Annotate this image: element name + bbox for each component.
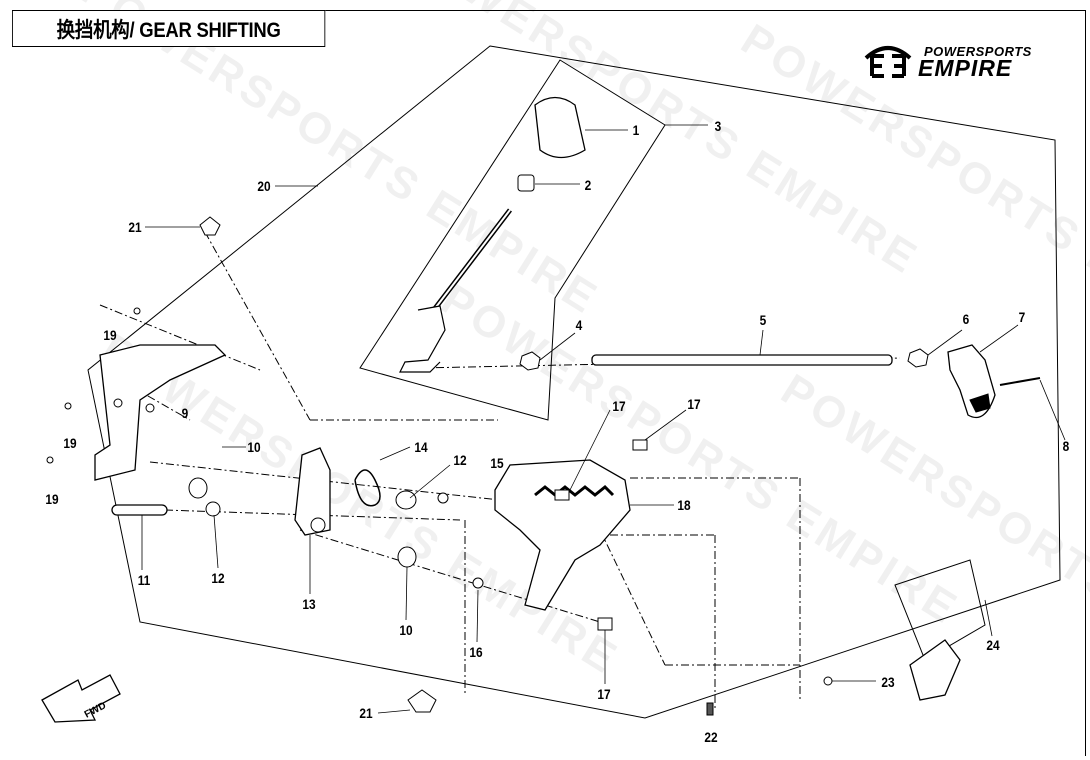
drawing-frame	[12, 10, 1086, 756]
logo-emblem-icon	[864, 46, 912, 78]
brand-logo: POWERSPORTS EMPIRE	[862, 42, 1057, 82]
callout-6[interactable]: 6	[962, 311, 970, 327]
callout-17[interactable]: 17	[612, 398, 626, 414]
callout-5[interactable]: 5	[759, 312, 767, 328]
callout-21[interactable]: 21	[128, 219, 142, 235]
callout-8[interactable]: 8	[1062, 438, 1070, 454]
callout-11[interactable]: 11	[137, 572, 151, 588]
callout-12[interactable]: 12	[211, 570, 225, 586]
callout-14[interactable]: 14	[414, 439, 428, 455]
callout-19[interactable]: 19	[45, 491, 59, 507]
callout-7[interactable]: 7	[1018, 309, 1026, 325]
callout-17[interactable]: 17	[687, 396, 701, 412]
callout-2[interactable]: 2	[584, 177, 592, 193]
title-text: 换挡机构/ GEAR SHIFTING	[56, 18, 281, 42]
callout-16[interactable]: 16	[469, 644, 483, 660]
callout-17[interactable]: 17	[597, 686, 611, 702]
callout-21[interactable]: 21	[359, 705, 373, 721]
callout-18[interactable]: 18	[677, 497, 691, 513]
callout-23[interactable]: 23	[881, 674, 895, 690]
callout-24[interactable]: 24	[986, 637, 1000, 653]
callout-10[interactable]: 10	[399, 622, 413, 638]
logo-line2: EMPIRE	[918, 55, 1013, 81]
page-title: 换挡机构/ GEAR SHIFTING	[12, 10, 326, 47]
callout-15[interactable]: 15	[490, 455, 504, 471]
callout-9[interactable]: 9	[181, 405, 189, 421]
callout-10[interactable]: 10	[247, 439, 261, 455]
callout-4[interactable]: 4	[575, 317, 583, 333]
callout-12[interactable]: 12	[453, 452, 467, 468]
callout-1[interactable]: 1	[632, 122, 640, 138]
callout-13[interactable]: 13	[302, 596, 316, 612]
callout-20[interactable]: 20	[257, 178, 271, 194]
callout-22[interactable]: 22	[704, 729, 718, 745]
callout-19[interactable]: 19	[103, 327, 117, 343]
logo-line1: POWERSPORTS	[924, 44, 1032, 59]
callout-3[interactable]: 3	[714, 118, 722, 134]
callout-19[interactable]: 19	[63, 435, 77, 451]
